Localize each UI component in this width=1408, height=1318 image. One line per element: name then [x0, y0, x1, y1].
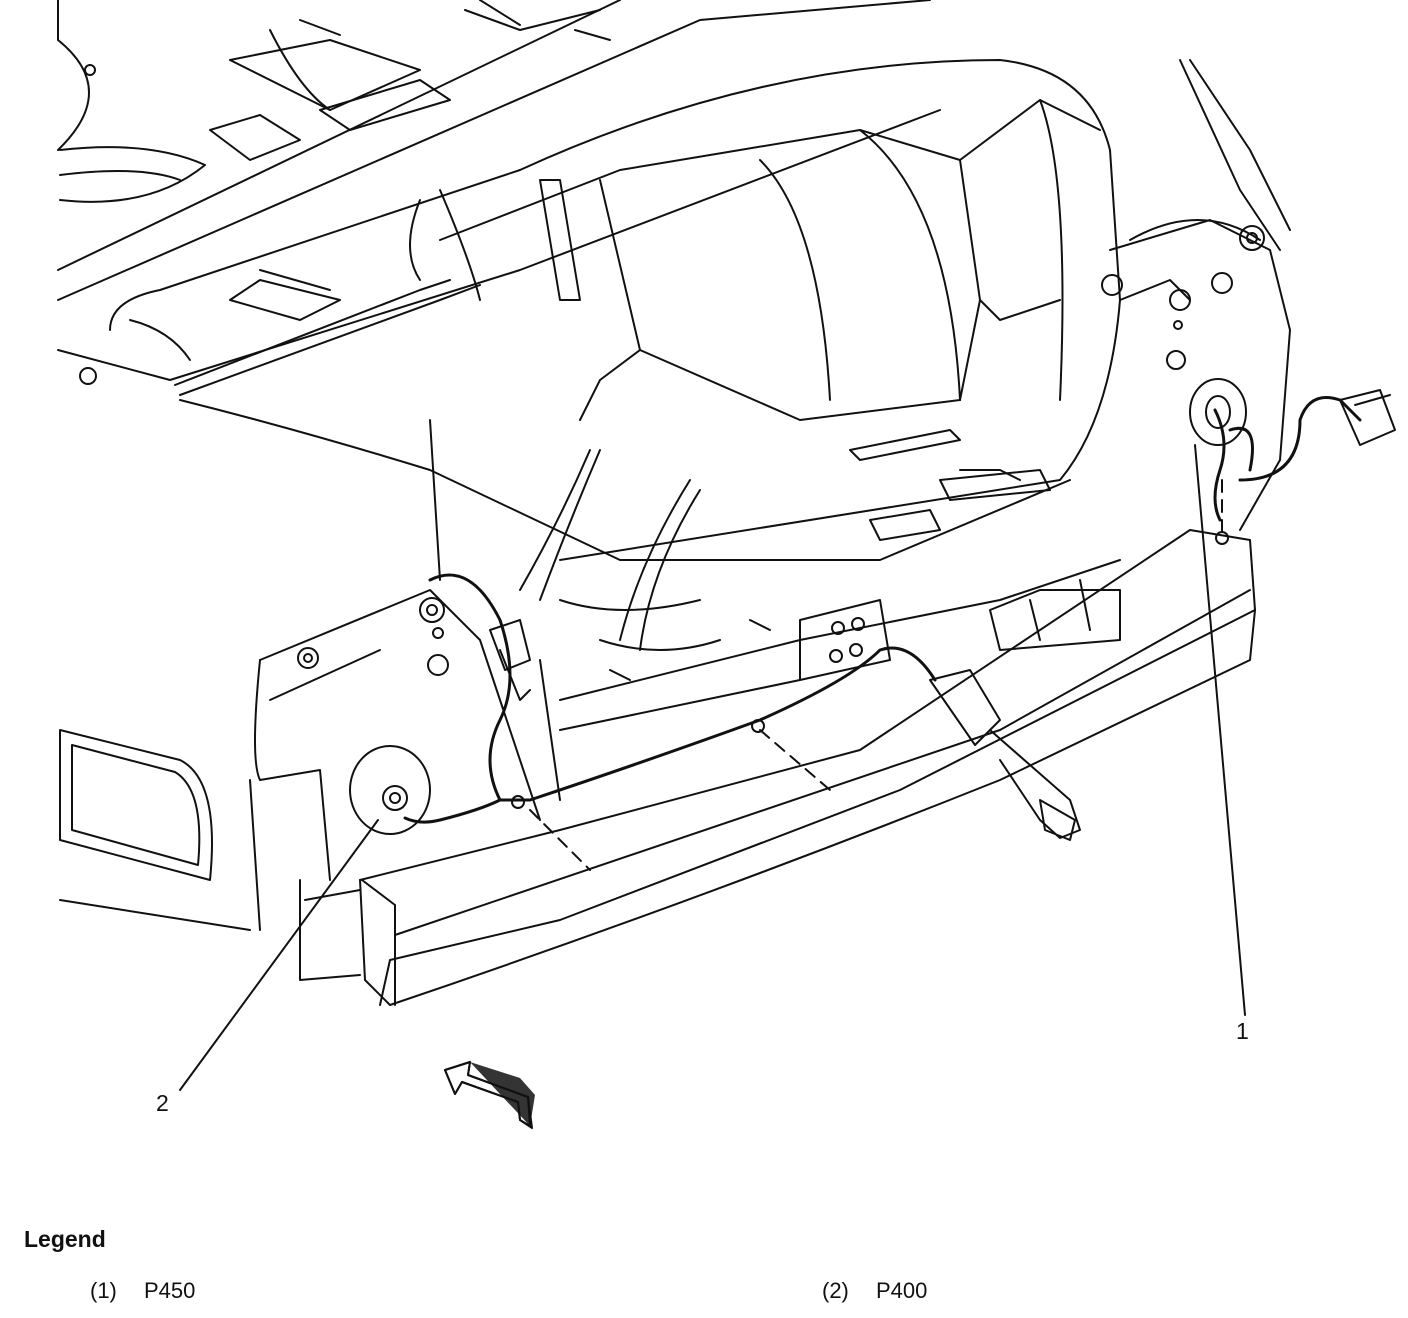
alignment-lines [529, 479, 1223, 871]
callout-leaders [179, 444, 1246, 1091]
callout-2-label: 2 [156, 1090, 169, 1116]
left-quarter-panel [59, 589, 541, 931]
legend-item-number: (1) [90, 1278, 117, 1303]
legend-item-label: P400 [876, 1278, 928, 1303]
callout-1-label: 1 [1236, 1018, 1249, 1044]
legend-item-p450: (1) P450 [90, 1278, 195, 1304]
legend: Legend (1) P450 (2) P400 [0, 1210, 1408, 1310]
connectors [349, 378, 1396, 841]
bumper-impact-bar [299, 529, 1256, 1006]
legend-item-label: P450 [144, 1278, 196, 1303]
package-shelf [57, 0, 941, 385]
legend-item-p400: (2) P400 [822, 1278, 927, 1304]
right-quarter-panel [1101, 59, 1291, 531]
trunk-opening [109, 59, 1121, 561]
trunk-floor [179, 399, 1071, 651]
trunk-inner-wall [439, 99, 1101, 421]
legend-title: Legend [24, 1226, 106, 1252]
rear-body-panel [539, 559, 1121, 801]
wiring-harness [403, 396, 1362, 824]
legend-item-number: (2) [822, 1278, 849, 1303]
arrow-icon [444, 1061, 535, 1129]
vehicle-rear-trunk-diagram [57, 0, 1396, 1129]
